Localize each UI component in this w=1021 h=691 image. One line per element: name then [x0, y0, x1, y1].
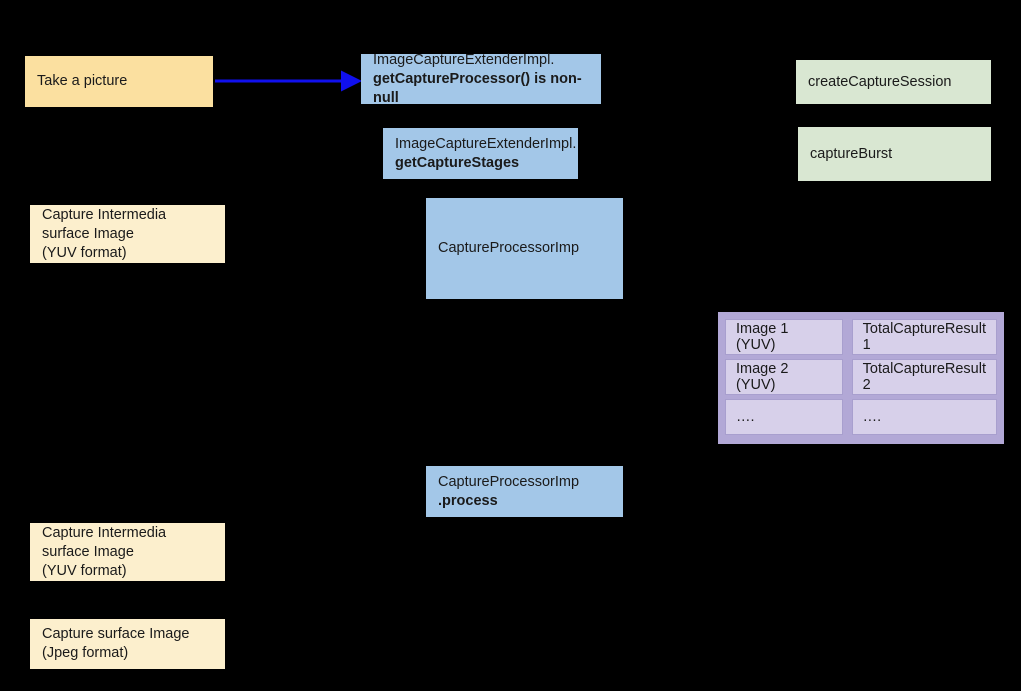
results-column-cell-1: TotalCaptureResult 1: [851, 319, 997, 355]
capture-burst-box: captureBurst: [798, 127, 991, 181]
capture-intermedia-surface-image-yuv-box-bottom: Capture Intermedia surface Image (YUV form…: [30, 523, 225, 581]
capture-surface-image-jpeg-box-line-1: Capture surface Image: [42, 626, 190, 642]
capture-surface-image-jpeg-box-line-2: (Jpeg format): [42, 645, 129, 661]
arrow-process-to-capture-surface-jpeg: [225, 511, 425, 641]
arrow-process-to-capture-intermedia-bottom: [225, 499, 425, 548]
capture-processor-imp-process-box-line-2: .process: [438, 492, 498, 509]
capture-intermedia-surface-image-yuv-box-top-line-3: (YUV format): [42, 244, 127, 261]
capture-intermedia-surface-image-yuv-box-top-line-1: Capture Intermedia: [42, 206, 167, 223]
images-column: Image 1 (YUV) Image 2 (YUV) ….: [725, 319, 843, 437]
capture-burst-box-line-1: captureBurst: [810, 145, 893, 162]
get-capture-stages-box-line-1: ImageCaptureExtenderImpl.: [395, 135, 577, 152]
images-column-cell-1: Image 1 (YUV): [725, 319, 843, 355]
capture-results-table: Image 1 (YUV)Image 2 (YUV)….TotalCapture…: [718, 312, 1004, 444]
take-a-picture-box: Take a picture: [25, 56, 213, 107]
get-capture-stages-box: ImageCaptureExtenderImpl. getCaptureStage…: [383, 128, 578, 179]
capture-processor-imp-box-line-1: CaptureProcessorImp: [438, 240, 580, 256]
capture-intermedia-surface-image-yuv-box-bottom-line-2: surface Image: [42, 543, 134, 560]
capture-intermedia-surface-image-yuv-box-top: Capture Intermedia surface Image (YUV form…: [30, 205, 225, 263]
capture-processor-imp-process-box-line-1: CaptureProcessorImp: [438, 473, 580, 490]
results-column-cell-2: TotalCaptureResult 2: [851, 359, 997, 395]
capture-surface-image-jpeg-box: Capture surface Image (Jpeg format): [30, 619, 225, 669]
arrow-capture-intermedia-top-to-capture-processor: [224, 213, 426, 235]
capture-processor-imp-box: CaptureProcessorImp: [426, 198, 623, 299]
get-capture-processor-box: ImageCaptureExtenderImpl. getCaptureProce…: [361, 51, 601, 106]
results-column-cell-3: ….: [851, 399, 997, 435]
results-column: TotalCaptureResult 1 TotalCaptureResult 2…: [851, 319, 997, 437]
create-capture-session-box: createCaptureSession: [796, 60, 991, 104]
capture-intermedia-surface-image-yuv-box-bottom-line-3: (YUV format): [42, 562, 127, 579]
get-capture-stages-box-line-2: getCaptureStages: [395, 154, 520, 171]
capture-intermedia-surface-image-yuv-box-bottom-line-1: Capture Intermedia: [42, 524, 167, 541]
get-capture-processor-box-line-2: getCaptureProcessor() is non-null: [373, 70, 582, 106]
take-a-picture-box-line-1: Take a picture: [37, 73, 128, 89]
capture-processor-imp-process-box: CaptureProcessorImp .process: [426, 466, 623, 517]
arrow-get-capture-stages-to-create-capture-session: [577, 108, 798, 154]
create-capture-session-box-line-1: createCaptureSession: [808, 73, 952, 90]
get-capture-processor-box-line-1: ImageCaptureExtenderImpl.: [373, 51, 555, 68]
images-column-cell-2: Image 2 (YUV): [725, 359, 843, 395]
capture-intermedia-surface-image-yuv-box-top-line-2: surface Image: [42, 225, 134, 242]
images-column-cell-3: ….: [725, 399, 843, 435]
